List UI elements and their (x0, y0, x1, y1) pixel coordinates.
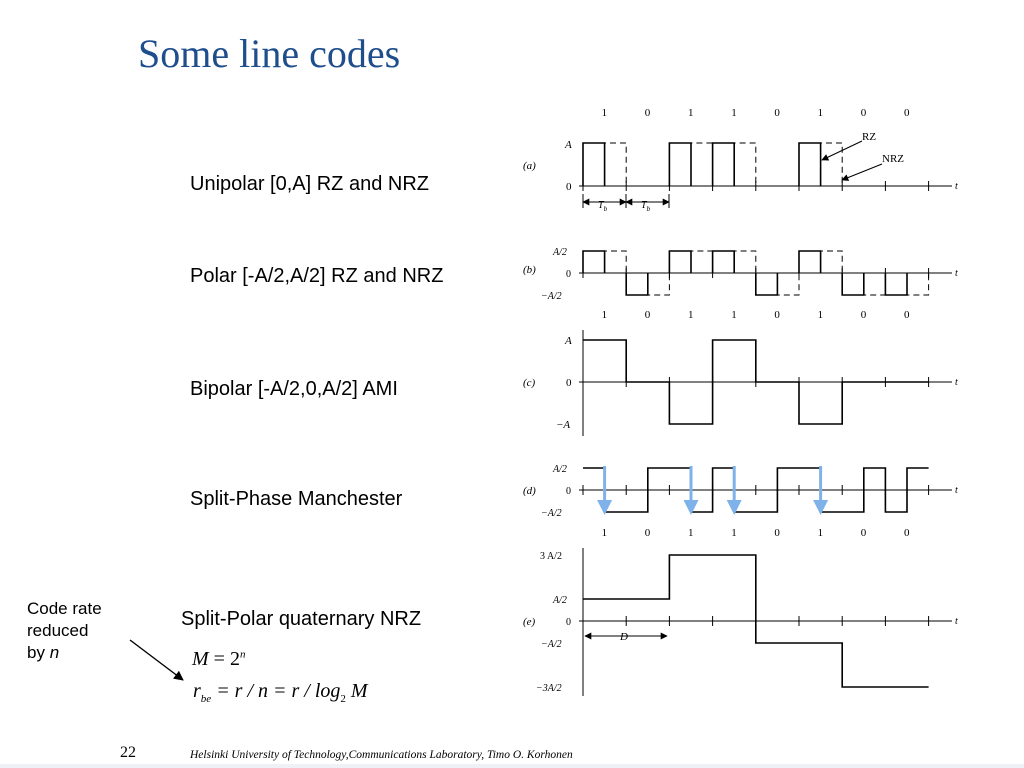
level-d-top: A/2 (552, 464, 567, 475)
level-c-zero: 0 (566, 377, 572, 389)
rz-waveform-a (582, 142, 822, 186)
polar-label: Polar [-A/2,A/2] RZ and NRZ (190, 265, 444, 287)
t-label-b: t (955, 268, 958, 279)
bits-row-d: 1 0 1 1 0 1 0 0 (602, 527, 910, 539)
rz-pointer (821, 140, 863, 161)
note-variable-n: n (49, 643, 60, 662)
level-e-zero: 0 (566, 617, 571, 628)
bit-label: 0 (861, 107, 867, 119)
bit-label: 1 (731, 107, 737, 119)
footer-strip (0, 764, 1024, 768)
level-b-top: A/2 (552, 247, 567, 258)
rz-label: RZ (862, 131, 876, 143)
level-d-zero: 0 (566, 486, 571, 497)
level-c-top: A (564, 335, 572, 347)
note-line-3-prefix: by (27, 643, 50, 662)
equation-M: M = 2n (192, 648, 245, 671)
level-a-zero: 0 (566, 181, 572, 193)
level-b-bottom: −A/2 (541, 291, 562, 302)
ticks-e (582, 616, 930, 626)
bit-label: 1 (602, 107, 608, 119)
eq2-sub: be (200, 693, 212, 705)
tb-label-2: Tb (641, 200, 651, 213)
slide-title: Some line codes (138, 31, 401, 76)
note-line-1: Code rate (27, 599, 102, 618)
bit-label: 1 (731, 309, 737, 321)
d-label: D (619, 631, 628, 643)
level-e-ma2: −A/2 (541, 639, 562, 650)
bit-label: 1 (688, 107, 694, 119)
ami-waveform-c (583, 339, 929, 425)
bit-label: 1 (818, 309, 824, 321)
level-e-a2: A/2 (552, 595, 567, 606)
bit-label: 1 (602, 309, 608, 321)
bipolar-label: Bipolar [-A/2,0,A/2] AMI (190, 378, 398, 400)
bits-row-b: 1 0 1 1 0 1 0 0 (602, 309, 910, 321)
eq2-r: r (193, 680, 201, 702)
note-line-2: reduced (27, 621, 89, 640)
bit-label: 0 (861, 309, 867, 321)
bit-label: 0 (774, 309, 780, 321)
manchester-waveform-d (583, 467, 929, 513)
bit-label: 1 (688, 527, 694, 539)
note-pointer-arrow (129, 639, 184, 681)
equation-rate: rbe = r / n = r / log2 M (193, 680, 368, 705)
t-label-d: t (955, 485, 958, 496)
bit-label: 0 (904, 309, 910, 321)
bit-label: 0 (904, 107, 910, 119)
level-c-bottom: −A (556, 419, 570, 431)
bit-label: 1 (602, 527, 608, 539)
eq2-rhs: = r / n = r / log (216, 680, 341, 702)
code-rate-note: Code rate reduced by n (27, 598, 102, 664)
bit-label: 0 (645, 309, 651, 321)
tag-d: (d) (523, 485, 536, 497)
bit-label: 1 (688, 309, 694, 321)
bit-label: 0 (645, 107, 651, 119)
level-d-bottom: −A/2 (541, 508, 562, 519)
eq1-exp: n (239, 648, 246, 661)
eq2-end: M (345, 680, 368, 702)
tag-c: (c) (523, 377, 536, 389)
unipolar-label: Unipolar [0,A] RZ and NRZ (190, 173, 429, 195)
bit-label: 0 (904, 527, 910, 539)
note-line-3: by n (27, 642, 102, 664)
bit-label: 0 (645, 527, 651, 539)
quaternary-label: Split-Polar quaternary NRZ (181, 608, 422, 630)
level-e-m3a2: −3A/2 (536, 683, 562, 694)
tag-e: (e) (523, 616, 536, 628)
nrz-label: NRZ (882, 153, 904, 165)
nrz-pointer (841, 163, 883, 181)
tb-label-1: Tb (598, 200, 608, 213)
bits-row-a: 1 0 1 1 0 1 0 0 (602, 107, 910, 119)
eq1-base: = 2 (213, 648, 240, 670)
rz-waveform-b (582, 250, 908, 296)
level-e-3a2: 3 A/2 (540, 551, 562, 562)
bit-label: 1 (731, 527, 737, 539)
footer-credit: Helsinki University of Technology,Commun… (190, 749, 573, 761)
level-a-A: A (564, 139, 572, 151)
page-number: 22 (120, 744, 136, 761)
quaternary-waveform-e (583, 554, 929, 688)
t-label-a: t (955, 181, 958, 192)
bit-label: 1 (818, 527, 824, 539)
level-b-zero: 0 (566, 269, 571, 280)
bit-label: 0 (861, 527, 867, 539)
bit-label: 0 (774, 527, 780, 539)
tag-b: (b) (523, 264, 536, 276)
bit-label: 1 (818, 107, 824, 119)
tag-a: (a) (523, 160, 536, 172)
transition-arrows-d (597, 466, 829, 515)
eq2-log-sub: 2 (340, 693, 346, 705)
t-label-e: t (955, 616, 958, 627)
eq1-lhs: M (192, 648, 209, 670)
bit-label: 0 (774, 107, 780, 119)
t-label-c: t (955, 377, 958, 388)
manchester-label: Split-Phase Manchester (190, 488, 403, 510)
